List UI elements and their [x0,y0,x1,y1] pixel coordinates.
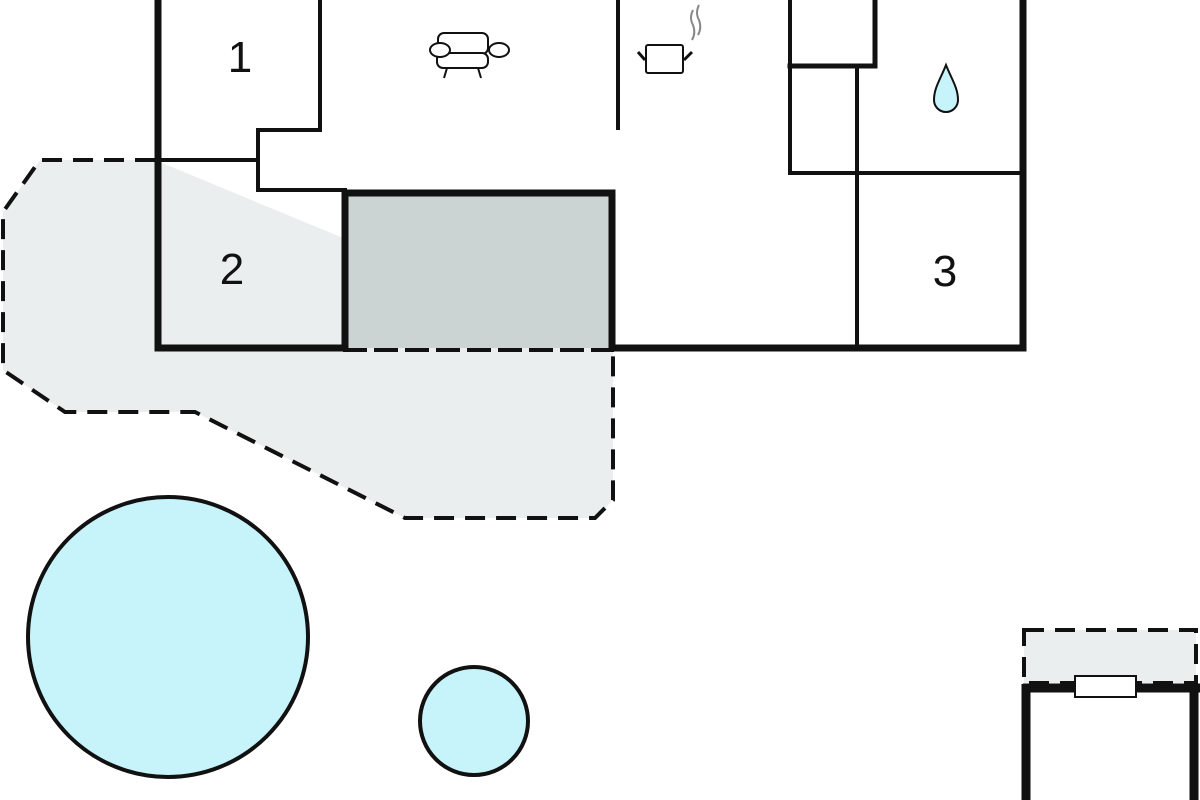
annex-building [1021,628,1200,800]
room-1-label: 1 [228,33,252,82]
room-2-label: 2 [220,245,244,294]
armchair-icon [429,32,510,79]
room-3-label: 3 [933,247,957,296]
cooking-pot-icon [636,4,702,74]
water-drop-icon [932,62,960,113]
covered-area [345,193,612,348]
pool-small [418,665,530,777]
pool-large [26,495,310,779]
window [1074,675,1137,698]
walls [154,0,1027,352]
